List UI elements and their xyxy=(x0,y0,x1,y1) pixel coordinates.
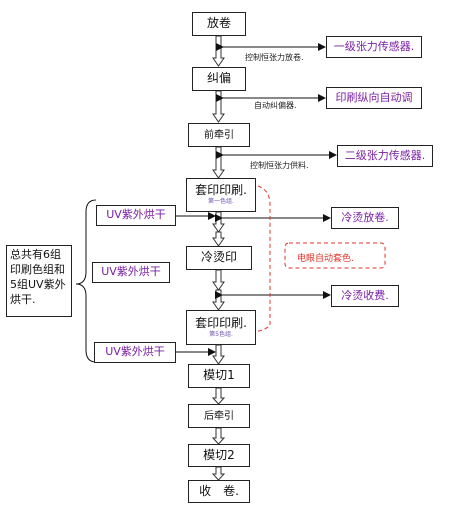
auto-color-frame xyxy=(284,242,386,269)
print-station-2-sub: 第5色组. xyxy=(209,330,233,338)
rear-pull-box: 后牵引 xyxy=(188,404,250,428)
group-note-text: 总共有6组印刷色组和5组UV紫外烘干. xyxy=(10,248,66,306)
uv-dryer-1: UV紫外烘干 xyxy=(96,205,176,226)
cold-stamp-box: 冷烫印 xyxy=(186,246,252,270)
rewind-box: 收 卷. xyxy=(188,480,250,503)
uv-dryer-3: UV紫外烘干 xyxy=(94,342,176,363)
side-arrows xyxy=(168,43,337,356)
ctrl-feed-label: 控制恒张力供料. xyxy=(250,161,309,170)
die-cut-2-box: 模切2 xyxy=(188,444,250,467)
die-cut-1-box: 模切1 xyxy=(188,364,250,388)
unwind-box: 放卷 xyxy=(192,12,246,36)
group-brace xyxy=(75,199,97,363)
tension-sensor-2: 二级张力传感器. xyxy=(337,145,433,167)
print-station-2-label: 套印印刷. xyxy=(195,315,247,330)
print-station-1: 套印印刷. 第一色组. xyxy=(186,178,256,212)
group-note-box: 总共有6组印刷色组和5组UV紫外烘干. xyxy=(6,245,72,317)
cold-unwind-box: 冷烫放卷. xyxy=(331,207,399,229)
front-pull-box: 前牵引 xyxy=(188,123,250,147)
print-station-1-sub: 第一色组. xyxy=(208,198,234,206)
register-link xyxy=(253,185,271,333)
print-station-2: 套印印刷. 第5色组. xyxy=(186,310,256,345)
auto-corrector-label: 自动纠偏器. xyxy=(254,101,297,110)
uv-dryer-2: UV紫外烘干 xyxy=(92,262,170,283)
auto-color-label: 电眼自动套色. xyxy=(297,254,354,264)
print-auto-adjust: 印刷纵向自动调 xyxy=(326,87,422,109)
flow-arrows xyxy=(211,35,226,481)
web-guide-box: 纠偏 xyxy=(192,67,246,91)
ctrl-unwind-label: 控制恒张力放卷. xyxy=(245,53,304,62)
cold-rewind-box: 冷烫收费. xyxy=(331,285,399,307)
print-station-1-label: 套印印刷. xyxy=(195,183,247,198)
tension-sensor-1: 一级张力传感器. xyxy=(326,36,422,58)
